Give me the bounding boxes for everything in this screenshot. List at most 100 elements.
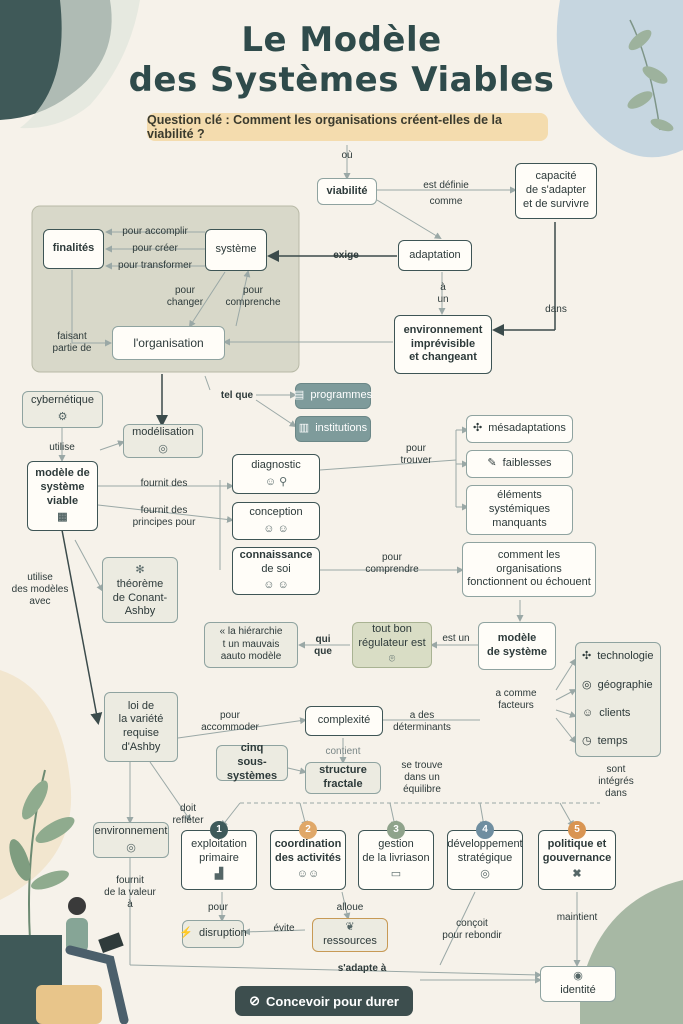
ss3-line2: de la livriason [362,851,430,864]
badge-4: 4 [476,821,494,839]
node-modele-viable[interactable]: modèle de système viable ▦ [27,461,98,531]
node-programmes[interactable]: ▤programmes [293,383,372,409]
comment-line3: fonctionnent ou échouent [467,576,591,589]
conception-label: conception [249,505,303,518]
node-connaissance[interactable]: connaissance de soi ☺ ☺ [232,547,320,595]
structure-line1: structure [319,764,367,777]
node-structure[interactable]: structure fractale [305,762,381,794]
clipboard-icon: ▤ [293,389,305,402]
globe-env-icon: ◎ [126,841,136,854]
connaissance-line2: de soi [261,562,291,575]
node-comment[interactable]: comment les organisations fonctionnent o… [462,542,596,597]
leaf-icon: ❦ [345,921,355,934]
capacite-line2: de s'adapter [525,184,587,197]
subsystem-3[interactable]: 3 gestion de la livriason ▭ [358,821,434,890]
ss4-line1: développement [447,837,523,850]
building-icon: ▥ [298,422,310,435]
wrench-icon: ✎ [487,457,497,470]
badge-3: 3 [387,821,405,839]
connaissance-line1: connaissance [239,548,313,561]
node-systeme[interactable]: système [205,229,267,271]
regulateur-line2: régulateur est [358,636,426,649]
node-organisation[interactable]: l'organisation [112,326,225,360]
subsystem-5[interactable]: 5 politique et gouvernance ✖ [538,821,616,890]
node-cybernetique[interactable]: cybernétique ⚙ [22,391,103,428]
leaf-circle-icon: ⊘ [249,993,260,1008]
gear-icon: ⚙ [57,411,68,423]
users-icon: ☺ [582,706,594,719]
node-hierarchie[interactable]: « la hiérarchie t un mauvais aauto modèl… [204,622,298,668]
cta-label: Concevoir pour durer [265,993,399,1009]
node-modelisation[interactable]: modélisation ◎ [123,424,203,458]
label-fournit-des: fournit des [140,478,188,489]
label-tel-que: tel que [220,390,254,401]
globe-small-icon: ◎ [582,678,592,691]
loi-line3: requise [122,727,160,739]
subsystem-1[interactable]: 1 exploitation primaire ▟ [181,821,257,890]
node-adaptation[interactable]: adaptation [398,240,472,271]
factor-technologie[interactable]: ✣ technologie [582,650,654,664]
node-ressources[interactable]: ❦ ressources [312,918,388,952]
node-faiblesses[interactable]: ✎ faiblesses [466,450,573,478]
node-viabilite[interactable]: viabilité [317,178,377,205]
node-elements[interactable]: éléments systémiques manquants [466,485,573,535]
factors-panel: ✣ technologie ◎géographie ☺ clients ◷temps [575,642,661,757]
label-alloue: alloue [336,902,364,913]
subsystem-2[interactable]: 2 coordination des activités ☺☺ [270,821,346,890]
node-regulateur[interactable]: tout bon régulateur est ⌾ [352,622,432,668]
modele-viable-line1: modèle de [35,467,90,479]
clients-label: clients [599,706,631,719]
node-loi[interactable]: loi de la variété requise d'Ashby [104,692,178,762]
technologie-label: technologie [597,650,654,663]
ss4-line2: stratégique [457,851,513,864]
label-contient: contient [325,746,361,757]
modele-systeme-line2: de système [487,646,547,658]
factor-temps[interactable]: ◷temps [582,735,628,749]
ss5-line1: politique et [547,837,607,850]
node-diagnostic[interactable]: diagnostic ☺ ⚲ [232,454,320,494]
cta-concevoir-button[interactable]: ⊘ Concevoir pour durer [235,986,413,1016]
node-environnement-2[interactable]: environnement ◎ [93,822,169,858]
node-conception[interactable]: conception ☺ ☺ [232,502,320,540]
modele-viable-line3: viable [46,494,79,507]
regulateur-line1: tout bon [372,622,412,635]
node-institutions[interactable]: ▥institutions [295,416,371,442]
modele-viable-line2: système [40,480,85,493]
node-complexite[interactable]: complexité [305,706,383,736]
node-mesadaptations[interactable]: ✣mésadaptations [466,415,573,443]
factor-clients[interactable]: ☺ clients [582,707,630,721]
ressources-label: ressources [323,935,377,947]
node-modele-systeme[interactable]: modèle de système [478,622,556,670]
chip-icon: ✣ [582,650,592,663]
environnement2-label: environnement [94,824,168,837]
elements-line2: systémiques [488,503,551,516]
page-title-line2: des Systèmes Viables [128,60,555,100]
theoreme-line2: de Conant- [112,591,168,604]
env-line1: environnement [403,323,483,336]
hierarchie-line1: « la hiérarchie [219,626,283,638]
mesadaptations-label: mésadaptations [488,422,566,435]
node-cinq[interactable]: cinq sous-systèmes [216,742,288,782]
node-finalites[interactable]: finalités [43,229,104,269]
ss3-line1: gestion [378,837,414,850]
node-disruption[interactable]: ⚡disruption [179,920,247,948]
node-theoreme[interactable]: ✻ théorème de Conant- Ashby [102,557,178,623]
pin-icon: ⌾ [388,653,396,666]
subsystem-4[interactable]: 4 développement stratégique ◎ [447,821,523,890]
cinq-line1: cinq [240,742,264,755]
loi-line2: la variété [118,713,164,726]
faiblesses-label: faiblesses [502,457,552,470]
ss2-line2: des activités [274,851,342,864]
fingerprint-icon: ◉ [573,970,583,983]
comment-line1: comment les [497,548,561,561]
elements-line1: éléments [497,489,542,502]
temps-label: temps [597,735,628,747]
node-environnement[interactable]: environnement imprévisible et changeant [394,315,492,374]
node-identite[interactable]: ◉ identité [540,966,616,1002]
node-capacite[interactable]: capacité de s'adapter et de survivre [515,163,597,219]
factor-geographie[interactable]: ◎géographie [582,679,653,693]
